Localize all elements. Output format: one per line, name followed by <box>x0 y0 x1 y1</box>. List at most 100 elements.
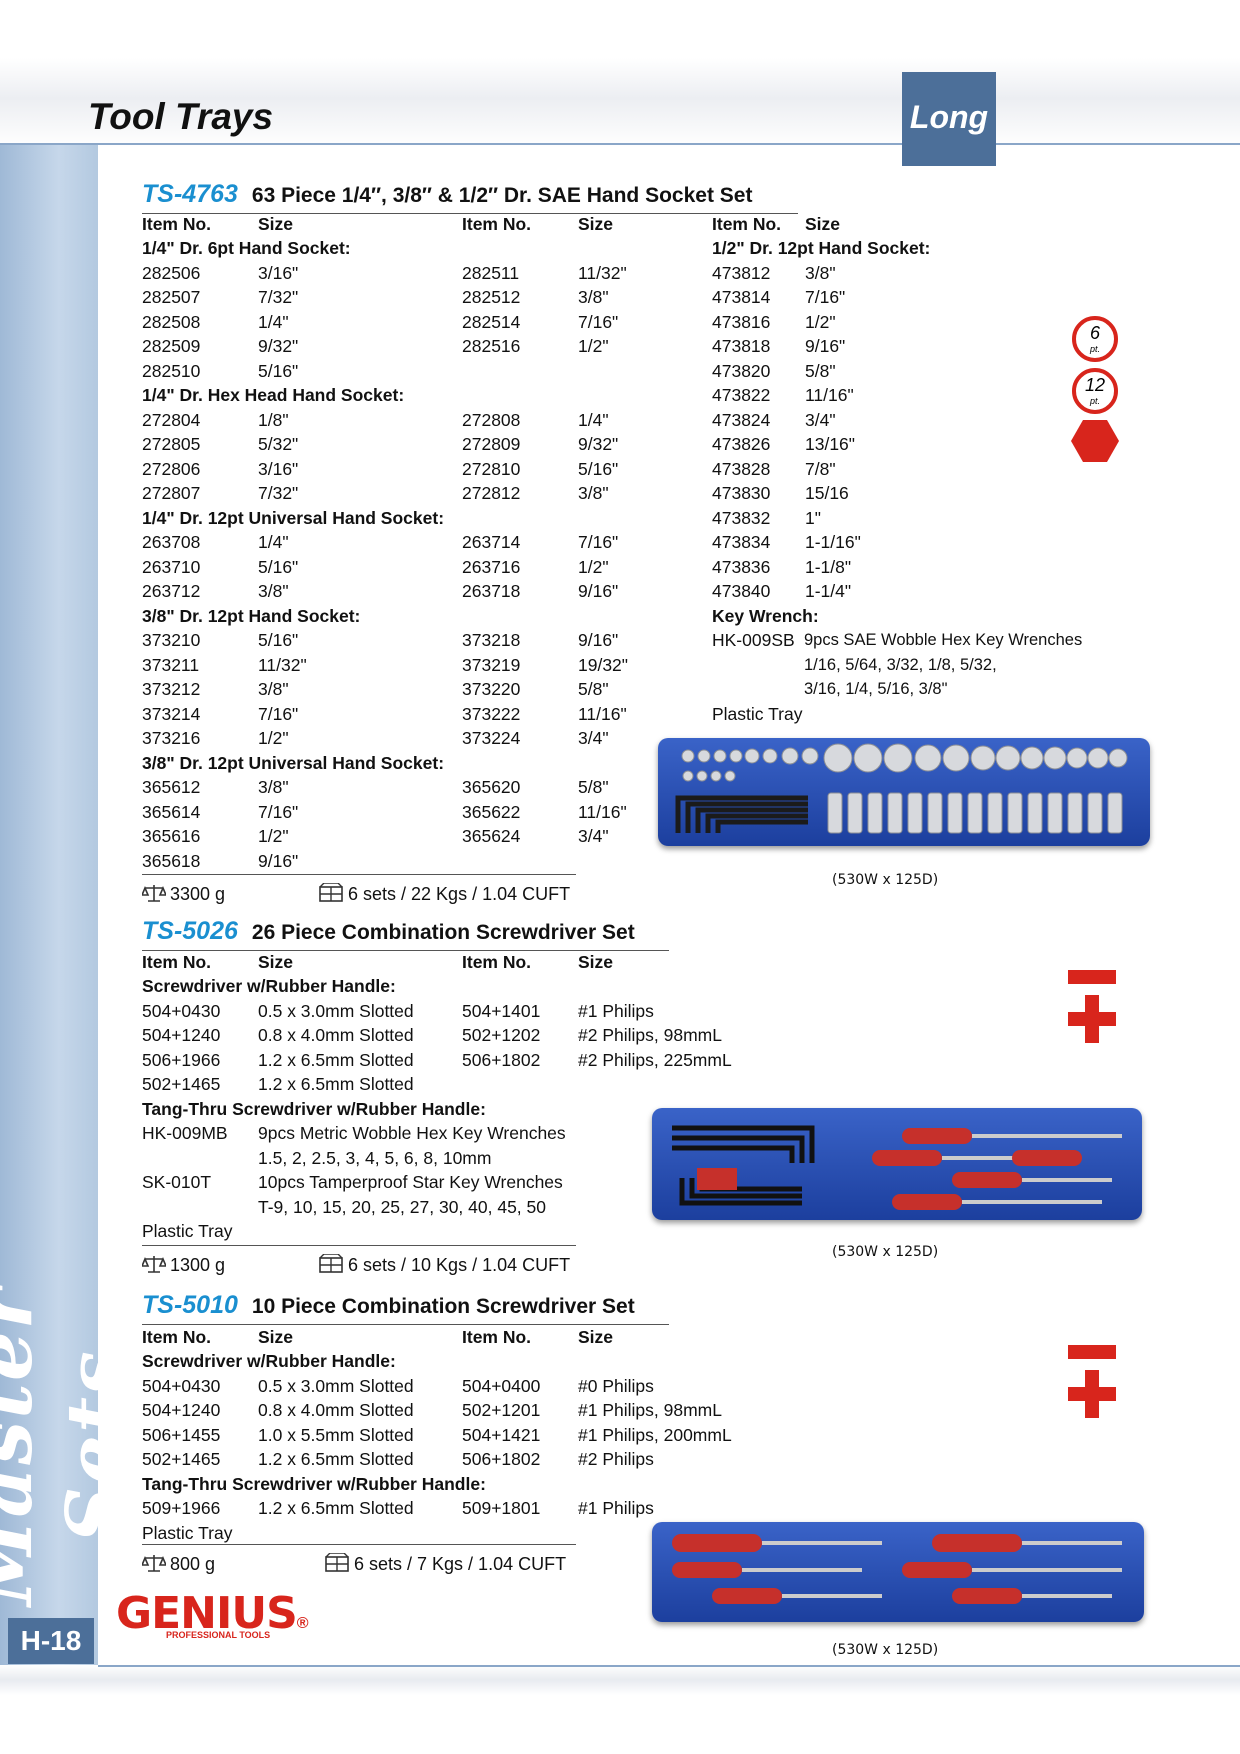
item-size: 7/8" <box>805 458 836 479</box>
item-size: #2 Philips <box>578 1449 654 1469</box>
footer-rule <box>98 1665 1240 1667</box>
item-size: 5/32" <box>258 434 299 454</box>
item-number: 473816 <box>712 311 771 332</box>
item-size: 11/16" <box>805 385 854 405</box>
section-heading: TS-4763 63 Piece 1/4″, 3/8″ & 1/2″ Dr. SA… <box>142 180 752 209</box>
item-number: SK-010T <box>142 1172 212 1192</box>
item-size: 1-1/4" <box>805 581 852 601</box>
item-number: 506+1802 <box>462 1049 541 1070</box>
item-number: 365624 <box>462 826 521 846</box>
item-size: 1/8" <box>258 409 289 430</box>
item-number: 282506 <box>142 262 201 283</box>
item-size: 0.8 x 4.0mm Slotted <box>258 1400 414 1420</box>
item-number: 263716 <box>462 556 521 577</box>
item-number: 272807 <box>142 483 201 503</box>
six-point-icon: 6 pt. <box>1072 316 1118 362</box>
product-code: TS-5026 <box>142 917 238 945</box>
item-number: 504+0430 <box>142 1000 221 1021</box>
item-size: #1 Philips, 200mmL <box>578 1424 732 1445</box>
item-size: 10pcs Tamperproof Star Key Wrenches <box>258 1172 563 1192</box>
product-title: 63 Piece 1/4″, 3/8″ & 1/2″ Dr. SAE Hand … <box>251 184 753 207</box>
item-size: 5/16" <box>258 360 299 381</box>
brand-tagline: PROFESSIONAL TOOLS <box>166 1630 271 1640</box>
item-number: 373216 <box>142 728 201 748</box>
item-number: 506+1455 <box>142 1424 221 1445</box>
weight: 3300 g <box>140 883 226 905</box>
item-number: 282514 <box>462 311 521 332</box>
header-rule <box>142 1324 669 1325</box>
column-header-size: Size <box>578 214 614 234</box>
svg-text:pt.: pt. <box>1089 396 1100 406</box>
product-title: 10 Piece Combination Screwdriver Set <box>251 1295 635 1318</box>
item-number: 473828 <box>712 458 771 479</box>
column-header-size: Size <box>805 214 841 234</box>
item-number: 263710 <box>142 556 201 577</box>
item-number: 272804 <box>142 409 201 430</box>
item-number: HK-009MB <box>142 1123 228 1143</box>
weight-value: 1300 g <box>170 1255 226 1275</box>
item-number: 373224 <box>462 728 521 748</box>
item-size: 0.5 x 3.0mm Slotted <box>258 1000 414 1021</box>
item-number: 373220 <box>462 679 521 699</box>
header-rule <box>142 950 669 951</box>
item-number: 473818 <box>712 336 771 356</box>
item-number: 473836 <box>712 556 771 577</box>
item-number: 473840 <box>712 581 771 601</box>
item-size: 1" <box>805 507 821 528</box>
scale-icon <box>140 885 168 902</box>
tray-dimensions: (530W x 125D) <box>832 872 939 888</box>
item-size: T-9, 10, 15, 20, 25, 27, 30, 40, 45, 50 <box>258 1196 546 1217</box>
item-number: 473812 <box>712 262 771 283</box>
item-number: 473814 <box>712 287 771 307</box>
column-header-size: Size <box>258 1327 294 1347</box>
page-title: Tool Trays <box>88 96 274 137</box>
item-size: 9pcs SAE Wobble Hex Key Wrenches <box>804 631 1083 649</box>
item-number: 365620 <box>462 777 521 797</box>
footer-rule <box>142 874 576 875</box>
item-size: 0.8 x 4.0mm Slotted <box>258 1025 414 1045</box>
group-label: Screwdriver w/Rubber Handle: <box>142 1351 396 1371</box>
item-number: 365616 <box>142 826 201 846</box>
page-number: H-18 <box>8 1618 94 1664</box>
item-size: 1.2 x 6.5mm Slotted <box>258 1449 414 1469</box>
product-title: 26 Piece Combination Screwdriver Set <box>251 921 635 944</box>
item-size: 3/4" <box>578 826 609 846</box>
item-size: 9/16" <box>578 581 619 601</box>
item-size: 1/4" <box>258 532 289 552</box>
item-number: 502+1202 <box>462 1025 541 1045</box>
group-label: 1/4" Dr. 12pt Universal Hand Socket: <box>142 507 445 528</box>
column-header-item: Item No. <box>462 952 532 972</box>
item-number: 473820 <box>712 360 771 381</box>
item-number: 504+0430 <box>142 1375 221 1396</box>
item-size: 1.2 x 6.5mm Slotted <box>258 1074 414 1094</box>
footer-band <box>0 1665 1240 1695</box>
weight: 800 g <box>140 1553 216 1575</box>
weight: 1300 g <box>140 1254 226 1276</box>
item-size: 11/32" <box>578 262 627 283</box>
item-number: 504+1421 <box>462 1424 541 1445</box>
item-number: 504+0400 <box>462 1375 541 1396</box>
item-size: 5/8" <box>805 360 836 381</box>
item-size: 9/32" <box>578 434 619 454</box>
item-size: #0 Philips <box>578 1375 654 1396</box>
item-number: 365614 <box>142 801 201 822</box>
weight-value: 3300 g <box>170 884 226 904</box>
product-code: TS-4763 <box>142 180 238 208</box>
header-rule <box>0 143 1240 145</box>
item-size: 9pcs Metric Wobble Hex Key Wrenches <box>258 1123 566 1143</box>
column-header-item: Item No. <box>142 952 212 972</box>
item-number: 272806 <box>142 458 201 479</box>
hex-head-icon <box>1071 420 1119 462</box>
item-size: 5/8" <box>578 777 609 797</box>
weight-value: 800 g <box>170 1554 216 1574</box>
item-number: Plastic Tray <box>142 1221 233 1241</box>
item-size: #1 Philips <box>578 1498 654 1518</box>
item-number: 506+1802 <box>462 1449 541 1469</box>
carton-icon <box>319 1253 343 1273</box>
group-label: 1/4" Dr. Hex Head Hand Socket: <box>142 385 405 405</box>
item-size: 3/8" <box>258 777 289 797</box>
brand-logo: GENIUS® PROFESSIONAL TOOLS <box>116 1588 309 1640</box>
item-size: 7/32" <box>258 483 299 503</box>
category-tab[interactable]: Long <box>902 72 996 166</box>
group-label: 3/8" Dr. 12pt Universal Hand Socket: <box>142 752 445 773</box>
